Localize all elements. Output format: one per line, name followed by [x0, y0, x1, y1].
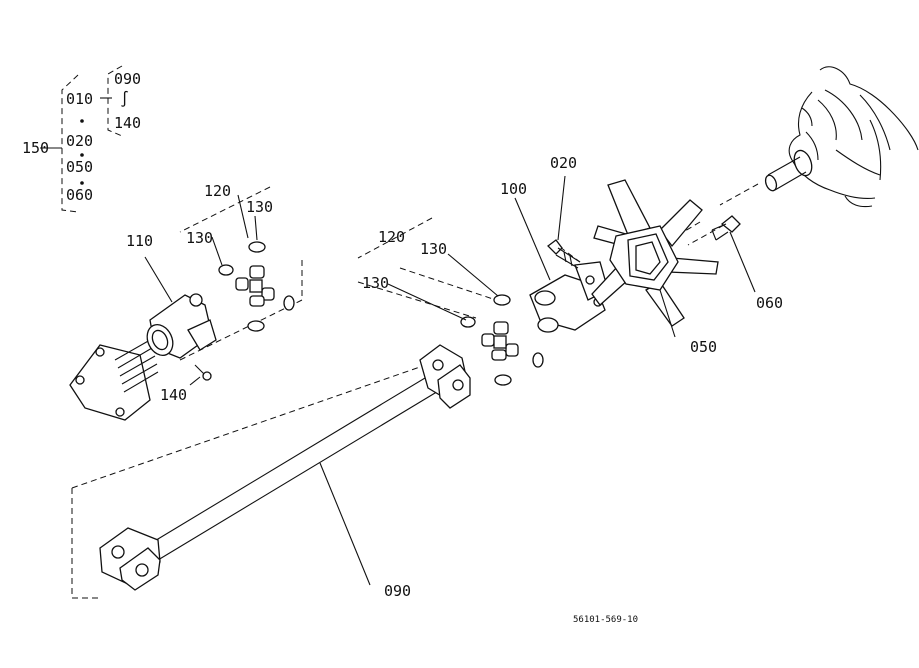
- bolt-right: [711, 215, 741, 241]
- drive-shaft: [99, 344, 471, 591]
- bolt-top: [547, 239, 581, 269]
- cooling-fan: [591, 179, 719, 327]
- callout-bolt-right: 060: [756, 294, 783, 312]
- legend-range-tilde: ∫: [120, 90, 129, 108]
- legend-item-d: 060: [66, 186, 93, 204]
- figure-code: 56101-569-10: [573, 615, 638, 625]
- legend-range-end: 140: [114, 114, 141, 132]
- callout-yoke-left: 110: [126, 232, 153, 250]
- legend-item-a: 010: [66, 90, 93, 108]
- legend-assembly: 150: [22, 139, 49, 157]
- callout-fan: 050: [690, 338, 717, 356]
- leader-lines: [144, 175, 756, 586]
- legend-range-start: 090: [114, 70, 141, 88]
- legend-item-b: 020: [66, 132, 93, 150]
- yoke-left: [69, 293, 217, 421]
- gearbox-housing: [764, 66, 919, 208]
- callout-shaft: 090: [384, 582, 411, 600]
- callout-joint-left: 120: [204, 182, 231, 200]
- callout-snap-ring-right-b: 130: [362, 274, 389, 292]
- callout-grease-nipple: 140: [160, 386, 187, 404]
- universal-joint-left: [218, 241, 295, 332]
- callout-yoke-right: 100: [500, 180, 527, 198]
- callout-bolt-top: 020: [550, 154, 577, 172]
- callout-snap-ring-left-b: 130: [246, 198, 273, 216]
- callout-joint-right: 120: [378, 228, 405, 246]
- callout-snap-ring-left-a: 130: [186, 229, 213, 247]
- universal-joint-right: [460, 294, 544, 386]
- legend-bracket: [40, 65, 123, 213]
- legend-item-c: 050: [66, 158, 93, 176]
- callout-snap-ring-right-a: 130: [420, 240, 447, 258]
